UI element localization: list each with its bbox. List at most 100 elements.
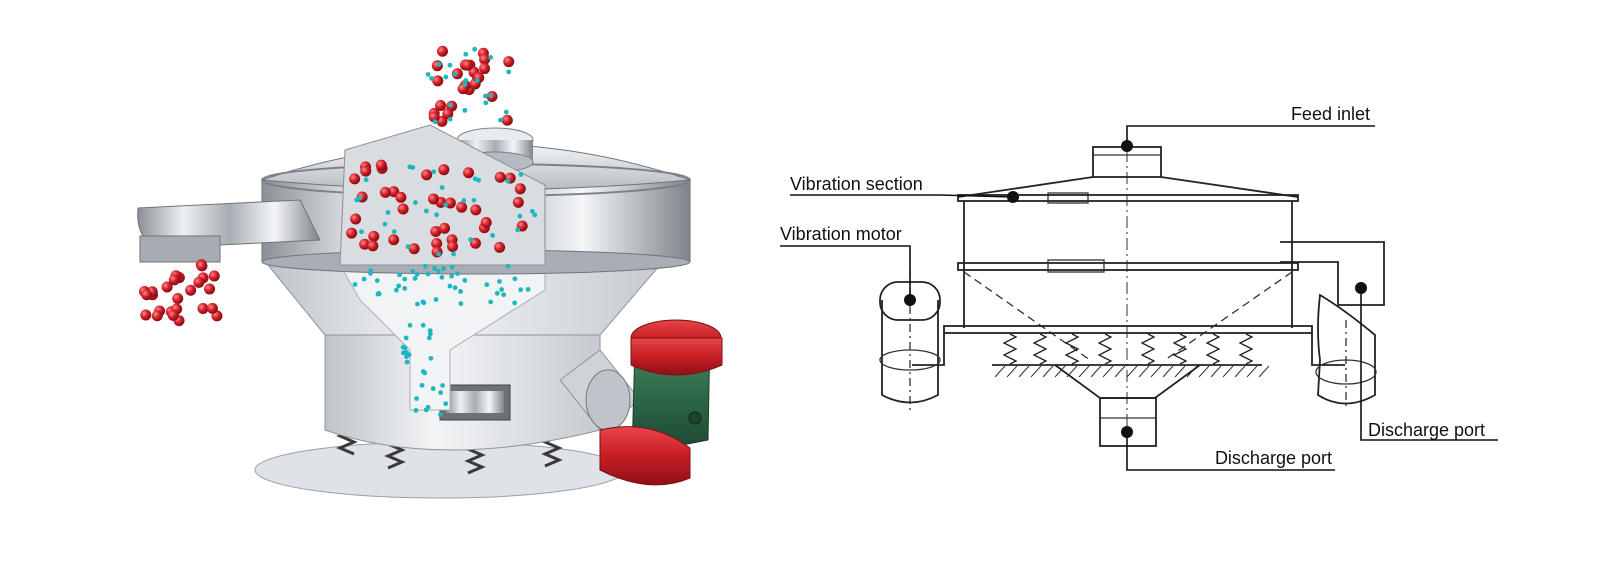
technical-drawing: Feed inlet Vibration section Vibration m… [780,104,1498,471]
hatch-line [1246,365,1258,378]
drawing-spring [1238,333,1254,365]
cyan-particle [498,117,503,123]
cyan-particle [497,279,502,284]
label-vibration-motor: Vibration motor [780,224,902,244]
red-particle [206,302,218,314]
red-particle [462,59,474,71]
cyan-particle [361,276,367,282]
hatch-line [1114,365,1126,378]
cyan-particle [354,197,360,203]
base-ring [254,441,626,499]
vibration-motor-photo [559,319,723,486]
callout-discharge-side: Discharge port [1355,282,1498,441]
cyan-particle [432,119,438,125]
red-particle [349,173,361,185]
cyan-particle [441,266,446,272]
cyan-particle [423,208,429,214]
cyan-particle [405,244,411,250]
cyan-particle [443,401,449,407]
red-particle [141,289,153,301]
red-particle [408,243,420,255]
cyan-particle [363,177,369,183]
red-particle [204,283,216,295]
label-discharge-port-bottom: Discharge port [1215,448,1332,468]
red-particle [514,183,526,195]
cyan-particle [461,198,467,203]
cyan-particle [488,299,494,305]
red-particle [428,111,440,123]
hatch-line [1150,365,1162,378]
label-feed-inlet: Feed inlet [1291,104,1370,124]
red-particle [442,108,454,120]
hatch-line [1222,365,1234,378]
cyan-particle [462,277,468,283]
cyan-particle [412,276,418,281]
cyan-particle [420,369,426,374]
cyan-particle [503,109,509,115]
hatch-line [1234,365,1246,378]
cyan-particle [403,335,409,341]
cyan-particle [368,268,374,274]
red-particle [346,227,358,239]
cyan-particle [412,200,418,205]
cyan-particle [428,355,434,361]
cyan-particle [494,290,500,296]
cyan-particle [382,221,388,227]
cyan-particle [376,290,382,296]
hatch-line [1090,365,1102,378]
drawing-lid [957,176,1299,198]
cyan-particle [458,289,463,294]
cyan-particle [476,177,482,183]
red-particle [196,260,208,272]
cyan-particle [400,350,406,356]
cyan-particle [484,282,490,288]
red-particle [494,171,506,183]
cutaway-wall [339,124,546,266]
machine-photo [137,124,723,499]
red-particle [421,169,433,181]
cyan-particle [499,287,505,292]
cyan-particle [420,299,426,305]
hatch-line [1174,365,1186,378]
cyan-particle [472,46,478,52]
cyan-particle [505,178,511,184]
cyan-particle [515,227,521,233]
red-particle [438,164,450,176]
cyan-particle [449,273,455,279]
cyan-particle [529,208,535,214]
cyan-particle [518,172,524,177]
red-particle [208,270,220,282]
red-particle [161,281,173,293]
cyan-particle [512,276,518,282]
drawing-spring [1172,333,1188,365]
cyan-particle [483,100,489,106]
cyan-particle [414,396,419,401]
red-particle [167,309,179,321]
cyan-particle [437,412,443,417]
hatch-line [1018,365,1030,378]
cyan-particle [407,322,413,328]
cyan-particle [462,107,468,113]
drawing-bottom-discharge [1099,397,1157,447]
red-particle [435,99,447,111]
red-particle [379,186,391,198]
red-particle [428,193,440,205]
red-particle [436,45,448,57]
red-particle [432,75,444,87]
cyan-particle [431,169,437,175]
label-vibration-section: Vibration section [790,174,923,194]
cyan-particle [404,359,410,365]
red-particle [359,238,371,250]
red-particle [368,230,380,242]
hatch-line [1210,365,1222,378]
cyan-particle [435,268,441,274]
cyan-particle [415,301,420,307]
cyan-particle [420,322,426,328]
hatch-line [1030,365,1042,378]
red-particle [501,114,513,126]
cyan-particle [436,251,442,257]
cyan-particle [436,61,442,67]
cyan-particle [458,301,464,306]
cyan-particle [512,300,518,306]
